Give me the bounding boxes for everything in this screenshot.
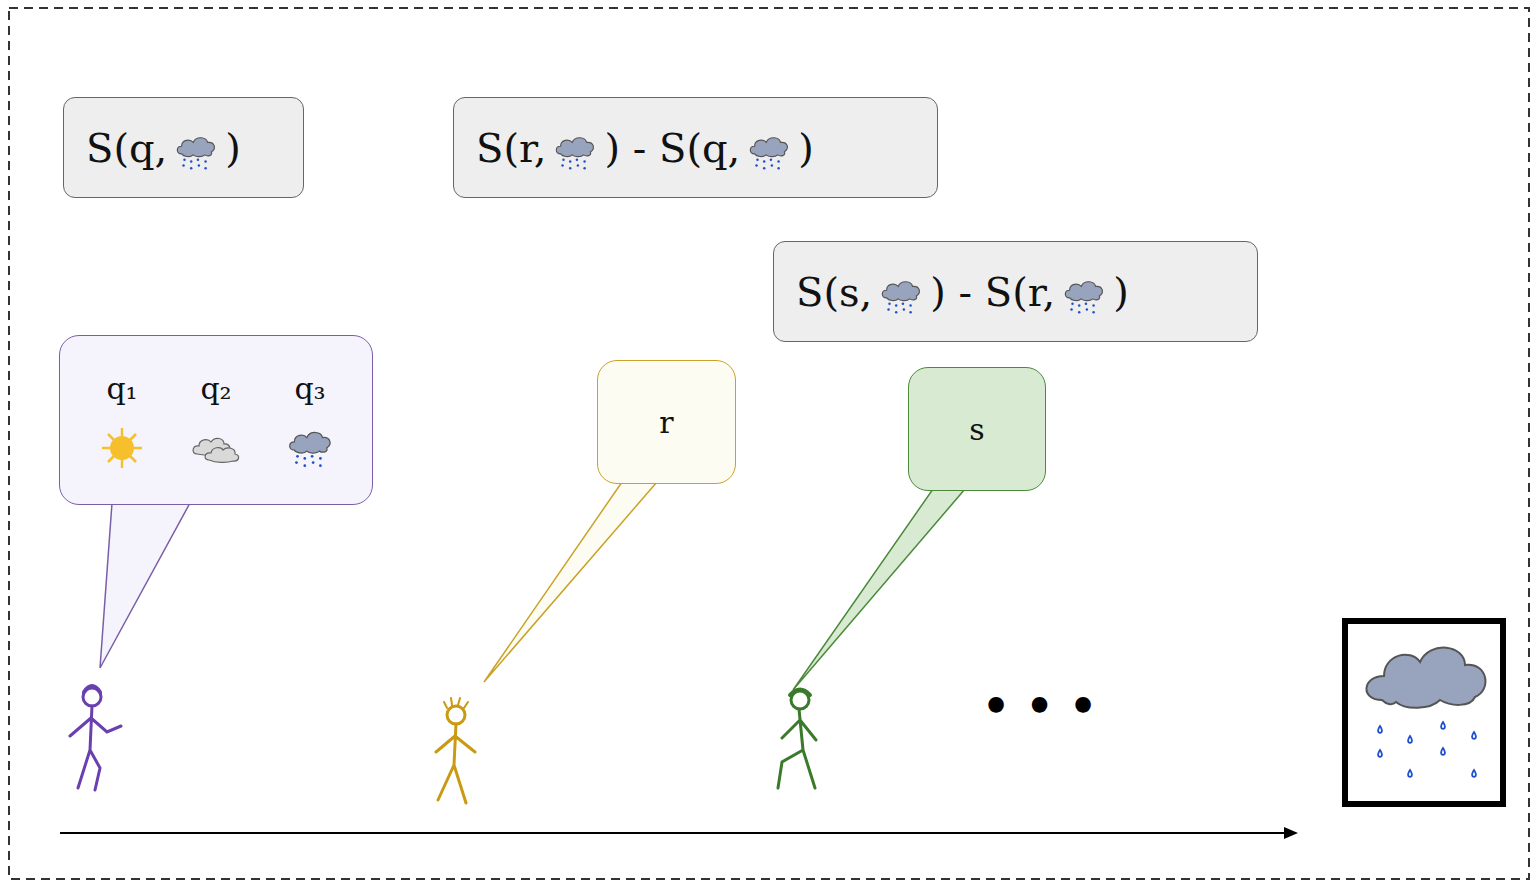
sun-icon — [97, 426, 147, 470]
frame — [9, 8, 1529, 879]
speech-bubble: q₁ q₂ q₃ — [59, 335, 373, 505]
formula-box: S(q,) — [63, 97, 304, 198]
node-text: r — [659, 405, 673, 440]
rain-icon — [552, 132, 598, 172]
node-text: q₃ — [294, 371, 325, 406]
rain-icon — [285, 426, 335, 470]
weather-option: q₁ — [97, 371, 147, 470]
rain-picture — [1366, 648, 1485, 777]
arrowhead — [1284, 827, 1298, 839]
node-text: S(s, — [796, 269, 872, 315]
timeline — [60, 832, 1286, 834]
picture-frame — [1345, 621, 1503, 804]
bubble-tail — [100, 503, 190, 668]
node-text: q₁ — [106, 371, 137, 406]
person — [70, 686, 121, 790]
person — [778, 690, 816, 789]
node-text: ) - S(r, — [930, 269, 1055, 315]
person — [436, 698, 475, 803]
cloud-icon — [191, 426, 241, 470]
bubble-tail — [484, 482, 657, 682]
node-text: s — [969, 412, 984, 447]
node-text: ) — [1113, 269, 1129, 315]
rain-icon — [878, 276, 924, 316]
node-text: ) — [225, 125, 241, 171]
node-text: ) - S(q, — [604, 125, 740, 171]
rain-icon — [746, 132, 792, 172]
formula-box: S(s, ) - S(r,) — [773, 241, 1258, 342]
node-text: q₂ — [200, 371, 231, 406]
rain-icon — [1061, 276, 1107, 316]
node-text: ) — [798, 125, 814, 171]
node-text: S(q, — [86, 125, 167, 171]
rain-icon — [173, 132, 219, 172]
speech-bubble: r — [597, 360, 736, 484]
formula-box: S(r, ) - S(q,) — [453, 97, 938, 198]
weather-option: q₂ — [191, 371, 241, 470]
node-text: S(r, — [476, 125, 546, 171]
bubble-tail — [793, 489, 965, 690]
ellipsis: • • • — [982, 680, 1097, 731]
speech-bubble: s — [908, 367, 1046, 491]
weather-option: q₃ — [285, 371, 335, 470]
